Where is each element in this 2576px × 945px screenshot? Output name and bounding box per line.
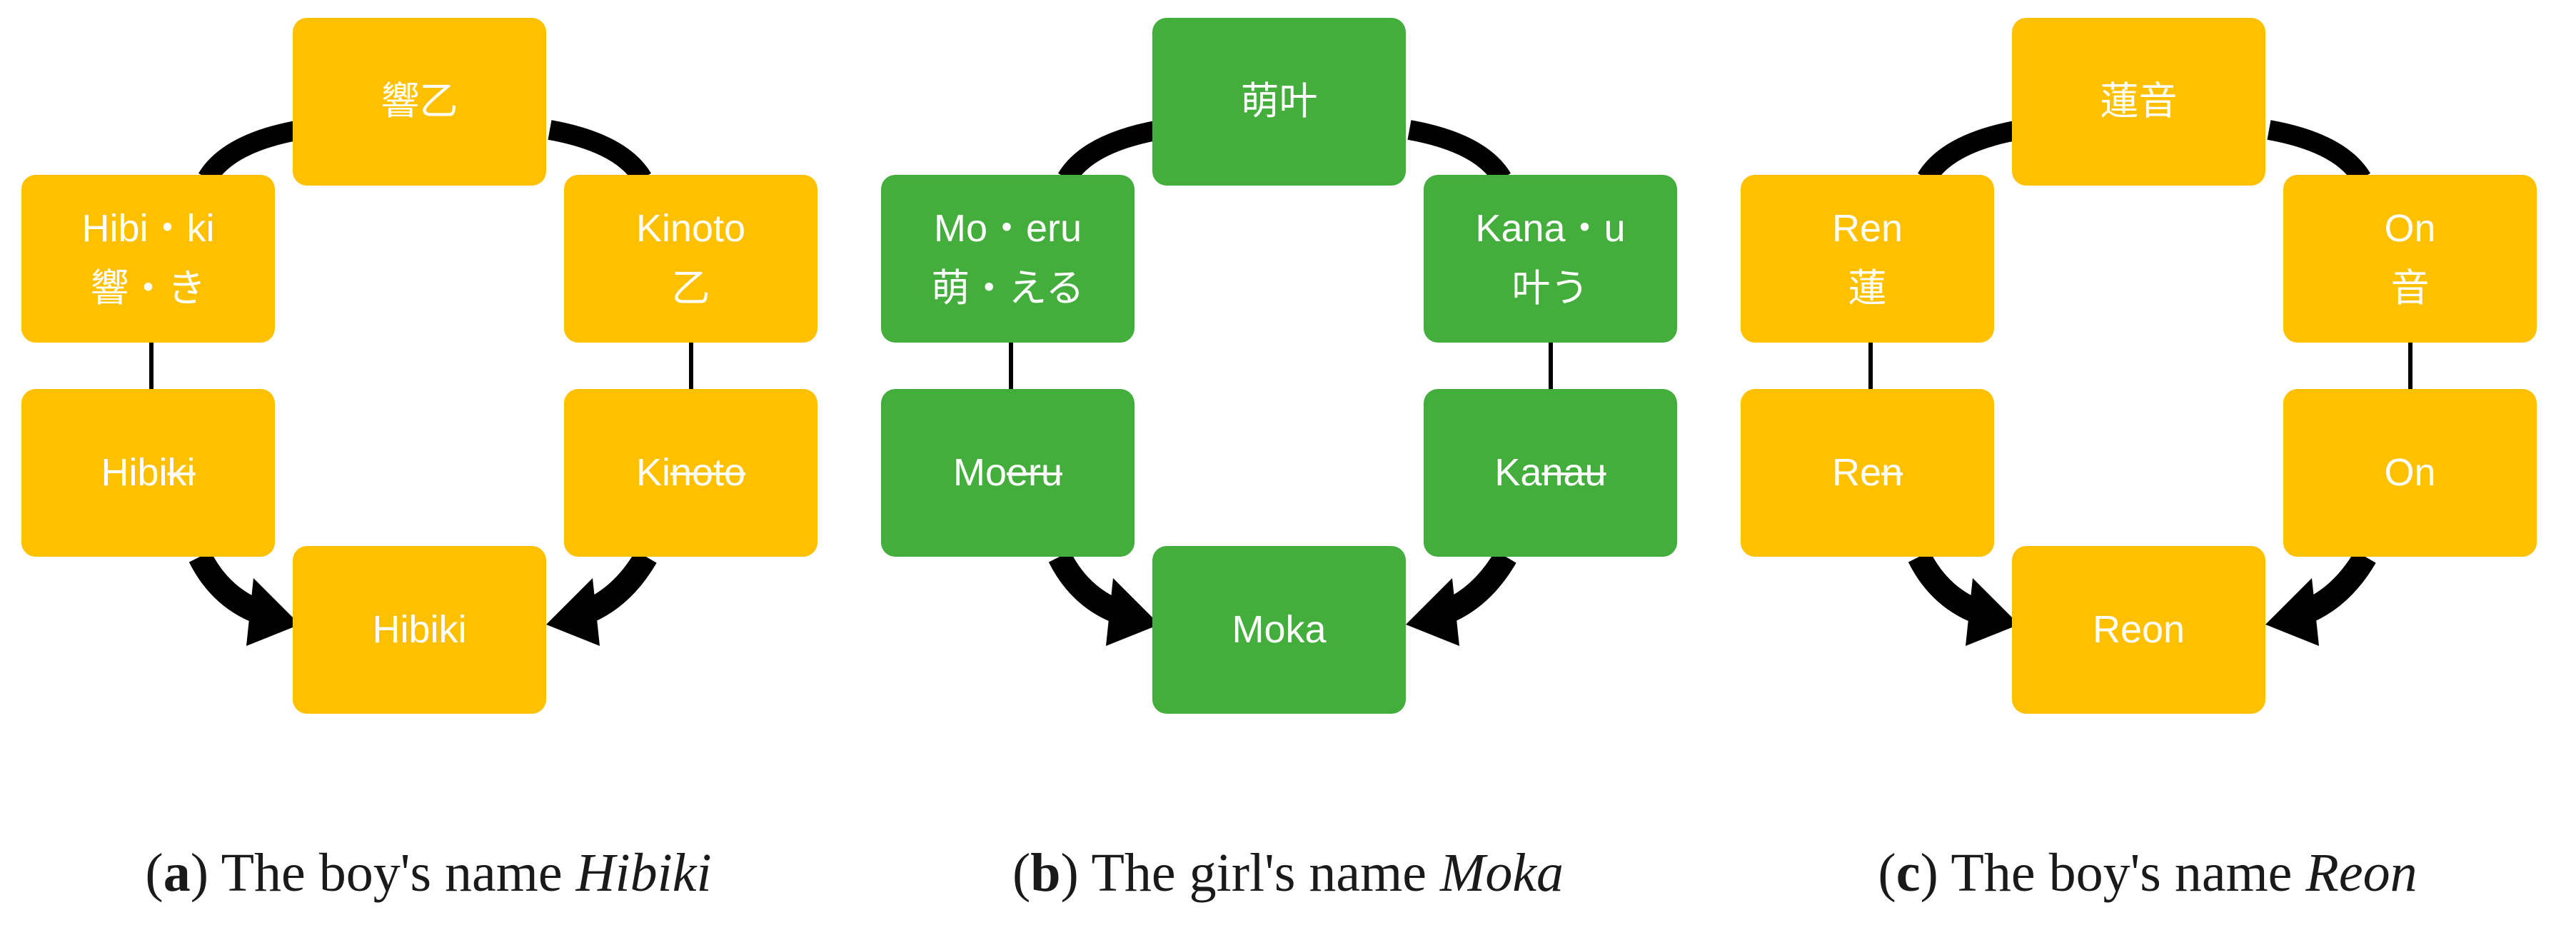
caption-letter: a: [163, 843, 191, 903]
kanji-text: 蓮音: [2100, 79, 2178, 123]
result-name-box: Moka: [1152, 546, 1406, 714]
left-reading-box: Hibi・ki 響・き: [21, 175, 275, 343]
right-kana: 乙: [671, 266, 710, 310]
arc-arrow-right: [1407, 120, 1511, 184]
result-name: Reon: [2092, 607, 2185, 651]
right-romaji: Kinoto: [635, 206, 746, 250]
kanji-box: 蓮音: [2012, 18, 2265, 186]
right-kana: 叶う: [1511, 266, 1589, 310]
right-romaji: Kana・u: [1475, 206, 1626, 250]
left-romaji: Mo・eru: [933, 206, 1082, 250]
right-dropped-syllable: noto: [670, 450, 746, 494]
left-kana: 響・き: [90, 266, 206, 310]
arc-arrow-left: [1917, 120, 2021, 184]
right-romaji: On: [2384, 206, 2436, 250]
right-reading-box: Kinoto 乙: [564, 175, 817, 343]
caption-name: Hibiki: [575, 843, 712, 903]
left-romaji: Hibi・ki: [81, 206, 215, 250]
caption-name: Moka: [1440, 843, 1564, 903]
arrows-layer: [149, 120, 693, 646]
left-kept-syllable: Mo: [952, 450, 1007, 494]
caption-letter: b: [1030, 843, 1061, 903]
kanji-box: 萌叶: [1152, 18, 1406, 186]
caption-text: The boy's name: [1951, 843, 2293, 903]
right-kept-syllable: Ki: [635, 450, 670, 494]
left-truncated-reading: Moeru: [953, 443, 1062, 503]
merge-arrowhead-left: [1966, 578, 2019, 646]
caption-name: Reon: [2305, 843, 2417, 903]
left-dropped-syllable: ki: [167, 450, 196, 494]
left-truncated-reading: Ren: [1832, 443, 1903, 503]
arc-arrow-left: [198, 120, 302, 184]
merge-arrowhead-right: [546, 578, 600, 646]
panel-caption: (b) The girl's name Moka: [1012, 843, 1564, 903]
caption-text: The boy's name: [221, 843, 563, 903]
name-diagram-panel-b: 萌叶 Mo・eru 萌・える Kana・u 叶う Moeru Kanau Mok…: [860, 0, 1716, 945]
arrows-layer: [1868, 120, 2413, 646]
left-kept-syllable: Hibi: [101, 450, 168, 494]
result-name-box: Hibiki: [293, 546, 546, 714]
left-reading-box: Mo・eru 萌・える: [881, 175, 1134, 343]
result-name: Hibiki: [372, 607, 467, 651]
right-truncated-reading: On: [2384, 443, 2435, 503]
left-dropped-syllable: eru: [1006, 450, 1063, 494]
right-truncated-reading: Kanau: [1494, 443, 1606, 503]
panel-caption: (c) The boy's name Reon: [1878, 843, 2417, 903]
name-diagram-panel-c: 蓮音 Ren 蓮 On 音 Ren On Reon (c) The boy's …: [1719, 0, 2576, 945]
left-truncated-box: Hibiki: [21, 389, 275, 557]
right-kana: 音: [2390, 266, 2430, 310]
left-kana: 萌・える: [931, 266, 1085, 310]
merge-arrowhead-left: [1106, 578, 1159, 646]
left-romaji: Ren: [1831, 206, 1903, 250]
right-reading-box: On 音: [2283, 175, 2537, 343]
result-name: Moka: [1232, 607, 1327, 651]
right-dropped-syllable: nau: [1541, 450, 1606, 494]
left-truncated-box: Ren: [1741, 389, 1994, 557]
kanji-box: 響乙: [293, 18, 546, 186]
right-kept-syllable: Ka: [1494, 450, 1542, 494]
arc-arrow-left: [1057, 120, 1162, 184]
caption-letter: c: [1896, 843, 1921, 903]
arc-arrow-right: [2267, 120, 2371, 184]
arrows-layer: [1009, 120, 1553, 646]
caption-text: The girl's name: [1091, 843, 1427, 903]
left-reading-box: Ren 蓮: [1741, 175, 1994, 343]
kanji-text: 萌叶: [1240, 79, 1318, 123]
panel-caption: (a) The boy's name Hibiki: [145, 843, 712, 903]
merge-arrowhead-right: [1406, 578, 1459, 646]
arc-arrow-right: [548, 120, 652, 184]
left-truncated-box: Moeru: [881, 389, 1134, 557]
left-kana: 蓮: [1848, 266, 1887, 310]
left-kept-syllable: Re: [1831, 450, 1881, 494]
left-dropped-syllable: n: [1881, 450, 1903, 494]
result-name-box: Reon: [2012, 546, 2265, 714]
kanji-text: 響乙: [381, 79, 458, 123]
right-reading-box: Kana・u 叶う: [1424, 175, 1677, 343]
merge-arrowhead-right: [2265, 578, 2319, 646]
right-kept-syllable: On: [2384, 450, 2436, 494]
name-diagram-panel-a: 響乙 Hibi・ki 響・き Kinoto 乙 Hibiki Kinoto Hi…: [0, 0, 857, 945]
right-truncated-box: Kanau: [1424, 389, 1677, 557]
right-truncated-box: On: [2283, 389, 2537, 557]
right-truncated-box: Kinoto: [564, 389, 817, 557]
right-truncated-reading: Kinoto: [636, 443, 745, 503]
left-truncated-reading: Hibiki: [101, 443, 195, 503]
merge-arrowhead-left: [246, 578, 300, 646]
